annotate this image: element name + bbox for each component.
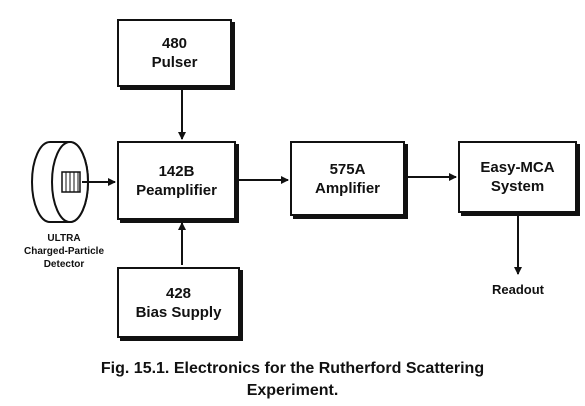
mca-block: Easy-MCA System: [458, 141, 577, 213]
figure-caption: Fig. 15.1. Electronics for the Rutherfor…: [10, 358, 575, 402]
amplifier-block: 575A Amplifier: [290, 141, 405, 216]
bias-supply-block: 428 Bias Supply: [117, 267, 240, 338]
caption-line1: Fig. 15.1. Electronics for the Rutherfor…: [100, 360, 485, 377]
preamplifier-model: 142B: [158, 162, 195, 180]
detector-label: ULTRA Charged-Particle Detector: [6, 232, 122, 271]
pulser-block: 480 Pulser: [117, 19, 232, 87]
bias-supply-name: Bias Supply: [135, 303, 222, 321]
caption-line2: Experiment.: [246, 382, 339, 399]
preamplifier-block: 142B Peamplifier: [117, 141, 236, 220]
detector-icon: [31, 141, 89, 223]
preamplifier-name: Peamplifier: [136, 181, 217, 199]
detector-label-line2: Charged-Particle: [23, 246, 105, 257]
amplifier-name: Amplifier: [314, 179, 380, 197]
bias-supply-model: 428: [165, 284, 192, 302]
amplifier-model: 575A: [329, 160, 366, 178]
pulser-name: Pulser: [151, 54, 198, 71]
mca-model: Easy-MCA: [480, 159, 555, 176]
detector-label-line3: Detector: [43, 259, 85, 270]
pulser-model: 480: [161, 35, 188, 52]
readout-label: Readout: [492, 282, 544, 297]
detector-label-line1: ULTRA: [47, 233, 81, 244]
mca-name: System: [490, 178, 545, 195]
